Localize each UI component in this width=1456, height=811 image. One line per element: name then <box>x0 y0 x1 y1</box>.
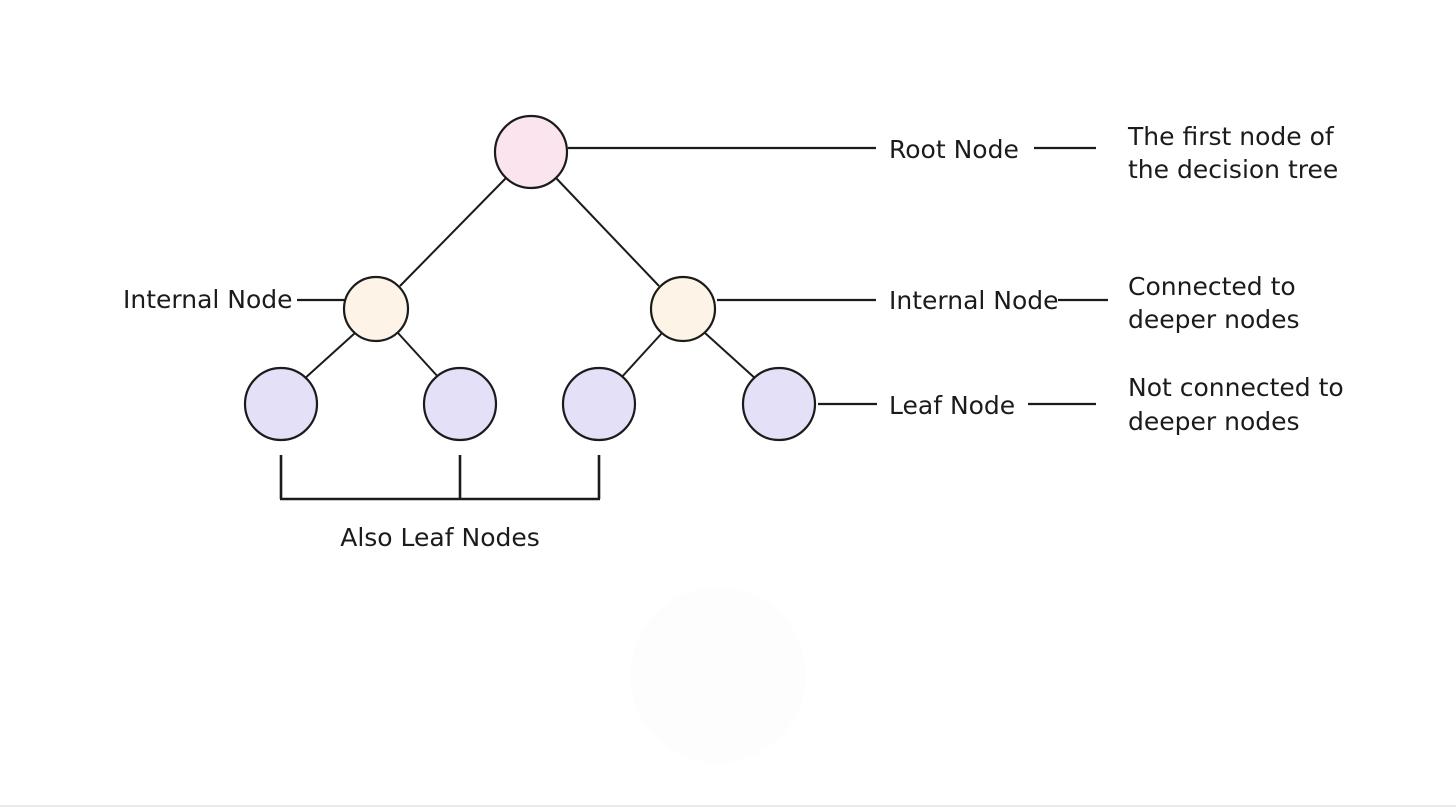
leaf-node-term: Leaf Node <box>889 391 1015 420</box>
edge-internal-right-to-leaf-4 <box>704 332 758 381</box>
annotation-left-internal-node: Internal Node <box>123 285 345 314</box>
tree-nodes <box>243 114 817 442</box>
background-ghost-circle <box>630 587 806 763</box>
internal-node-description-line-1: Connected to <box>1128 272 1296 301</box>
node-root[interactable] <box>493 114 569 190</box>
leaf-node-description-line-1: Not connected to <box>1128 373 1344 402</box>
root-node-description-line-2: the decision tree <box>1128 155 1338 184</box>
edge-root-to-internal-left <box>399 177 507 287</box>
annotation-internal-node: Internal Node Connected to deeper nodes <box>717 272 1300 334</box>
edge-internal-left-to-leaf-1 <box>302 332 356 381</box>
internal-node-term: Internal Node <box>889 286 1059 315</box>
internal-node-description-line-2: deeper nodes <box>1128 305 1300 334</box>
node-internal-right[interactable] <box>649 275 717 343</box>
tree-edges <box>302 177 758 381</box>
node-leaf-3[interactable] <box>561 366 637 442</box>
leaf-node-description-line-2: deeper nodes <box>1128 407 1300 436</box>
node-leaf-4[interactable] <box>741 366 817 442</box>
root-node-term: Root Node <box>889 135 1019 164</box>
node-internal-left[interactable] <box>342 275 410 343</box>
also-leaf-nodes-bracket: Also Leaf Nodes <box>279 455 601 552</box>
annotation-root-node: Root Node The first node of the decision… <box>568 122 1338 184</box>
edge-internal-right-to-leaf-3 <box>619 332 663 380</box>
left-internal-node-label: Internal Node <box>123 285 293 314</box>
edge-internal-left-to-leaf-2 <box>397 332 441 380</box>
node-leaf-1[interactable] <box>243 366 319 442</box>
node-leaf-2[interactable] <box>422 366 498 442</box>
annotation-leaf-node: Leaf Node Not connected to deeper nodes <box>818 373 1344 436</box>
root-node-description-line-1: The first node of <box>1127 122 1335 151</box>
edge-root-to-internal-right <box>555 177 660 287</box>
also-leaf-nodes-label: Also Leaf Nodes <box>340 523 540 552</box>
